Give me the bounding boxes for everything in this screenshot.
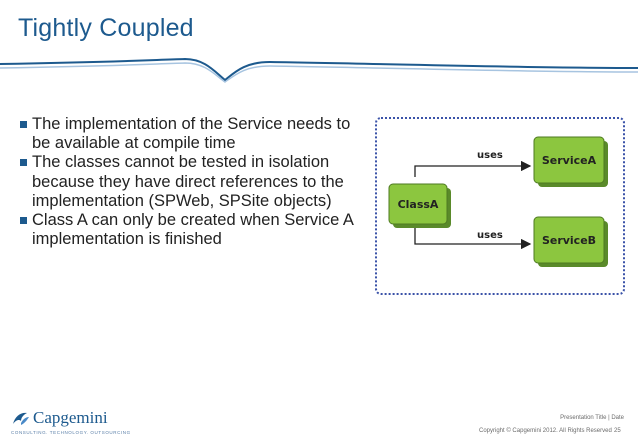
page-number: 25: [614, 428, 621, 434]
node-label-service-b: ServiceB: [542, 234, 596, 247]
bullet-text: The implementation of the Service needs …: [32, 115, 351, 153]
capgemini-logo-icon: [13, 412, 29, 425]
logo-tagline: CONSULTING. TECHNOLOGY. OUTSOURCING: [11, 430, 131, 435]
bullet-text: Class A can only be created when Service…: [32, 211, 354, 249]
diagram-frame: [375, 117, 625, 295]
slide-title: Tightly Coupled: [18, 14, 194, 42]
dependency-diagram: uses uses ClassA ServiceA ServiceB: [388, 136, 608, 267]
presentation-info: Presentation Title | Date: [560, 415, 624, 421]
square-bullet-icon: [20, 159, 27, 167]
bullet-item: The implementation of the Service needs …: [19, 115, 359, 153]
node-service-b: ServiceB: [533, 216, 608, 267]
square-bullet-icon: [20, 121, 27, 128]
edge-label-uses-b: uses: [477, 230, 503, 241]
edge-label-uses-a: uses: [477, 150, 503, 161]
bullet-text: The classes cannot be tested in isolatio…: [32, 153, 344, 210]
bullet-item: The classes cannot be tested in isolatio…: [19, 153, 359, 211]
capgemini-logo-text: Capgemini: [33, 408, 108, 427]
uses-arrow-service-b: [414, 227, 532, 250]
copyright-text: Copyright © Capgemini 2012. All Rights R…: [479, 428, 612, 434]
bullet-item: Class A can only be created when Service…: [19, 211, 359, 249]
bullet-list: The implementation of the Service needs …: [19, 115, 359, 249]
header-wave-divider: [0, 57, 638, 83]
node-label-service-a: ServiceA: [542, 154, 597, 167]
node-service-a: ServiceA: [533, 136, 608, 187]
node-class-a: ClassA: [388, 183, 451, 228]
square-bullet-icon: [20, 217, 27, 225]
uses-arrow-service-a: [414, 160, 532, 177]
node-label-class-a: ClassA: [398, 198, 439, 211]
